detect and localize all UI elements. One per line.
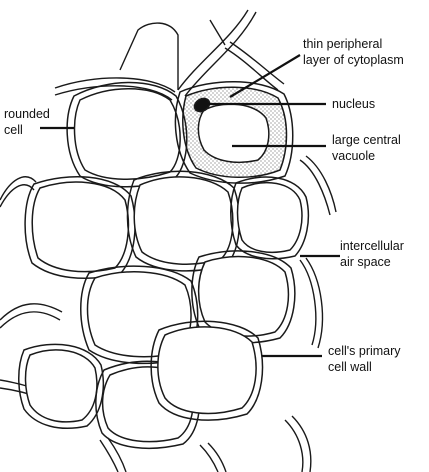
label-vacuole-line-2: vacuole [332, 149, 376, 163]
label-air-space-line-1: intercellular [340, 239, 404, 253]
central-vacuole [197, 103, 270, 163]
cells [18, 81, 310, 449]
label-vacuole-line-1: large central [332, 133, 401, 147]
label-nucleus: nucleus [332, 96, 375, 112]
label-cell-wall-line-2: cell wall [328, 360, 372, 374]
nucleus [193, 97, 211, 113]
label-air-space: intercellular air space [340, 238, 404, 270]
leader-cytoplasm [229, 54, 301, 98]
label-cytoplasm-line-1: thin peripheral [303, 37, 383, 51]
label-cytoplasm-line-2: layer of cytoplasm [303, 53, 404, 67]
label-cell-wall-line-1: cell's primary [328, 344, 401, 358]
cell-rounded [73, 88, 181, 180]
label-nucleus-line-1: nucleus [332, 97, 376, 111]
leader-lines [40, 54, 340, 358]
label-rounded-cell: rounded cell [4, 106, 50, 138]
label-rounded-line-2: cell [4, 123, 23, 137]
label-cytoplasm: thin peripheral layer of cytoplasm [303, 36, 404, 68]
label-air-space-line-2: air space [340, 255, 391, 269]
label-vacuole: large central vacuole [332, 132, 401, 164]
label-rounded-line-1: rounded [4, 107, 50, 121]
label-cell-wall: cell's primary cell wall [328, 343, 401, 375]
